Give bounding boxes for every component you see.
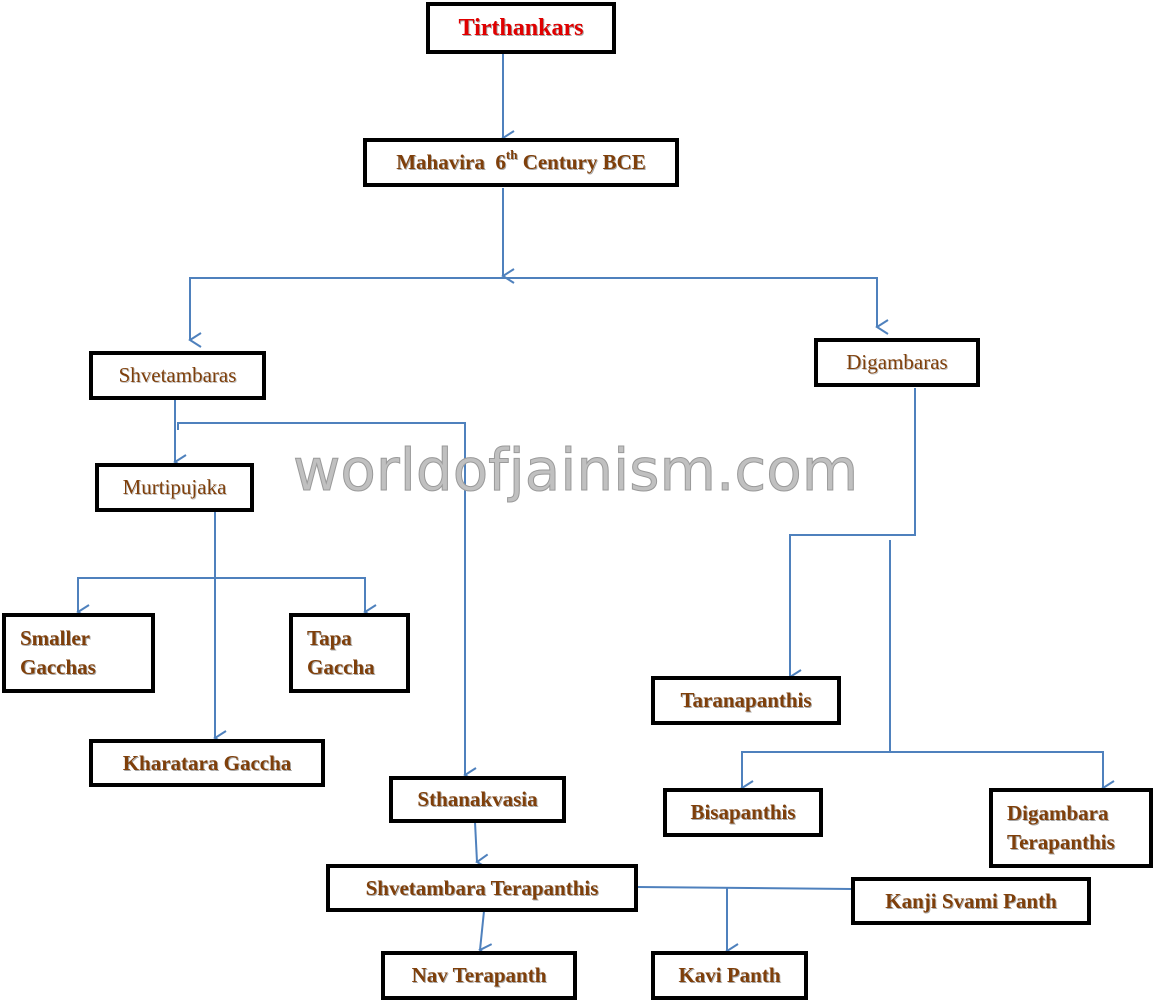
- node-label: Nav Terapanth: [411, 963, 547, 987]
- node-label: Sthanakvasia: [417, 787, 538, 811]
- node-kavi-panth: Kavi Panth: [651, 951, 808, 1000]
- node-label: Smaller Gacchas: [20, 626, 96, 679]
- node-label: Murtipujaka: [122, 475, 227, 499]
- node-label: Tirthankars: [458, 14, 584, 41]
- node-smaller-gacchas: Smaller Gacchas: [2, 613, 155, 693]
- node-shvetambara-terapanthis: Shvetambara Terapanthis: [326, 864, 638, 912]
- node-label: Kharatara Gaccha: [122, 750, 292, 775]
- node-mahavira: Mahavira 6th Century BCE: [363, 138, 679, 187]
- watermark: worldofjainism.com: [292, 436, 859, 505]
- node-nav-terapanth: Nav Terapanth: [381, 951, 577, 1000]
- node-digambara-terapanthis: Digambara Terapanthis: [989, 788, 1153, 868]
- node-label: Shvetambaras: [118, 363, 237, 387]
- node-kanji-svami-panth: Kanji Svami Panth: [851, 877, 1091, 925]
- node-label: Kanji Svami Panth: [885, 888, 1057, 913]
- node-sthanakvasia: Sthanakvasia: [389, 776, 566, 823]
- node-label: Mahavira 6th Century BCE: [396, 147, 646, 174]
- node-shvetambaras: Shvetambaras: [89, 351, 266, 400]
- node-murtipujaka: Murtipujaka: [95, 463, 254, 512]
- node-kharatara-gaccha: Kharatara Gaccha: [89, 739, 325, 787]
- node-label: Digambara Terapanthis: [1007, 801, 1115, 854]
- node-label: Shvetambara Terapanthis: [365, 875, 599, 900]
- node-tapa-gaccha: Tapa Gaccha: [289, 613, 410, 693]
- node-label: Kavi Panth: [678, 963, 781, 987]
- node-bisapanthis: Bisapanthis: [663, 788, 823, 837]
- node-digambaras: Digambaras: [814, 338, 980, 387]
- node-label: Taranapanthis: [680, 688, 812, 712]
- node-label: Digambaras: [846, 350, 948, 374]
- node-tirthankars: Tirthankars: [426, 2, 616, 54]
- node-taranapanthis: Taranapanthis: [651, 676, 841, 725]
- node-label: Bisapanthis: [690, 800, 796, 824]
- node-label: Tapa Gaccha: [307, 626, 375, 679]
